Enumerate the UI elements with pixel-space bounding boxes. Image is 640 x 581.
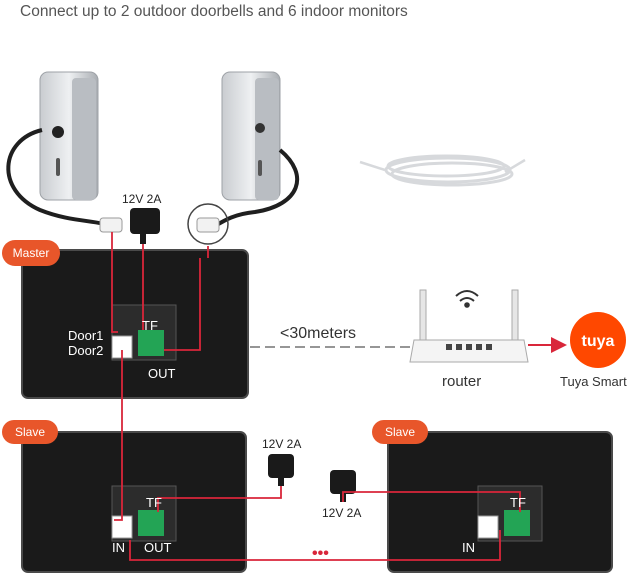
doorbell-1-cable <box>6 128 113 228</box>
port-door1: Door1 <box>68 328 103 343</box>
page-title: Connect up to 2 outdoor doorbells and 6 … <box>20 3 408 20</box>
wire-power-middle <box>157 486 282 512</box>
doorbell-2-connector-highlight <box>187 203 229 245</box>
badge-slave-right-text: Slave <box>385 425 415 439</box>
wiring <box>111 232 521 561</box>
badge-slave-left <box>2 420 58 444</box>
badge-master-text: Master <box>13 246 50 260</box>
port-tf-slave-right: TF <box>510 495 526 510</box>
power-adapter-top <box>130 208 160 244</box>
outdoor-doorbell-1 <box>39 71 99 201</box>
wifi-icon <box>455 290 479 308</box>
more-monitors-ellipsis: ••• <box>312 545 329 562</box>
port-in-slave-left: IN <box>112 540 125 555</box>
port-tf-master: TF <box>142 318 158 333</box>
tuya-logo <box>570 312 626 368</box>
power-label-top: 12V 2A <box>122 192 161 206</box>
port-out-master: OUT <box>148 366 176 381</box>
slave-monitor-right <box>387 431 613 573</box>
distance-label: <30meters <box>280 325 356 342</box>
coiled-cable <box>359 154 526 187</box>
power-adapter-middle <box>268 454 294 486</box>
doorbell-1-connector <box>99 217 123 233</box>
router-label: router <box>442 373 481 390</box>
badge-slave-right <box>372 420 428 444</box>
power-label-lower: 12V 2A <box>322 506 361 520</box>
port-out-slave-left: OUT <box>144 540 172 555</box>
port-in-slave-right: IN <box>462 540 475 555</box>
master-monitor <box>21 249 249 399</box>
wire-master-to-slave <box>114 350 123 521</box>
wire-power-lower <box>342 491 521 512</box>
wire-door1 <box>111 232 118 333</box>
badge-master <box>2 240 60 266</box>
wire-door2 <box>164 246 209 351</box>
doorbell-2-cable <box>213 148 300 228</box>
doorbell-2-connector <box>196 217 220 233</box>
tuya-logo-text: tuya <box>582 333 615 350</box>
badge-slave-left-text: Slave <box>15 425 45 439</box>
port-tf-slave-left: TF <box>146 495 162 510</box>
router <box>409 289 529 363</box>
wire-slave-out-to-right <box>129 530 501 561</box>
tuya-smart-label: Tuya Smart <box>560 374 627 389</box>
port-door2: Door2 <box>68 343 103 358</box>
power-label-middle: 12V 2A <box>262 437 301 451</box>
outdoor-doorbell-2 <box>221 71 281 201</box>
slave-monitor-left <box>21 431 247 573</box>
